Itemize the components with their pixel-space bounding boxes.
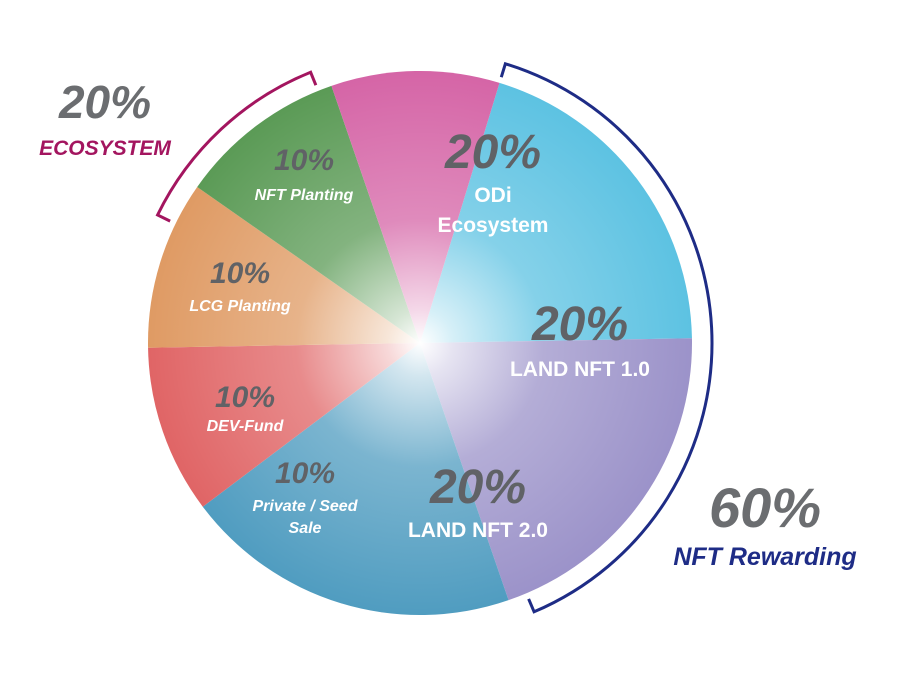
slice-value-nft-planting: 10%: [274, 144, 334, 177]
slice-value-odi-ecosystem: 20%: [444, 126, 541, 179]
slice-label-odi-ecosystem: Ecosystem: [438, 214, 549, 237]
center-glow: [148, 71, 692, 615]
slice-value-private-seed-sale: 10%: [275, 457, 335, 490]
slice-label-lcg-planting: LCG Planting: [189, 298, 291, 315]
slice-label-dev-fund: DEV-Fund: [207, 418, 285, 435]
slice-label-nft-planting: NFT Planting: [255, 187, 354, 204]
slice-label-land-nft-1-0: LAND NFT 1.0: [510, 358, 650, 381]
group-label-ecosystem: ECOSYSTEM: [39, 137, 171, 160]
group-label-nft-rewarding: NFT Rewarding: [673, 543, 856, 571]
slice-value-land-nft-2-0: 20%: [429, 461, 526, 514]
ecosystem-bracket: [155, 70, 318, 223]
slice-label-land-nft-2-0: LAND NFT 2.0: [408, 519, 548, 542]
nft-rewarding-bracket: [499, 61, 714, 614]
slice-label-private-seed-sale: Sale: [289, 520, 322, 537]
slice-value-dev-fund: 10%: [215, 381, 275, 414]
slice-value-land-nft-1-0: 20%: [531, 298, 628, 351]
slice-value-lcg-planting: 10%: [210, 257, 270, 290]
slice-label-private-seed-sale: Private / Seed: [253, 498, 359, 515]
group-value-ecosystem: 20%: [58, 76, 151, 128]
slice-label-odi-ecosystem: ODi: [474, 184, 511, 207]
group-value-nft-rewarding: 60%: [709, 476, 821, 539]
